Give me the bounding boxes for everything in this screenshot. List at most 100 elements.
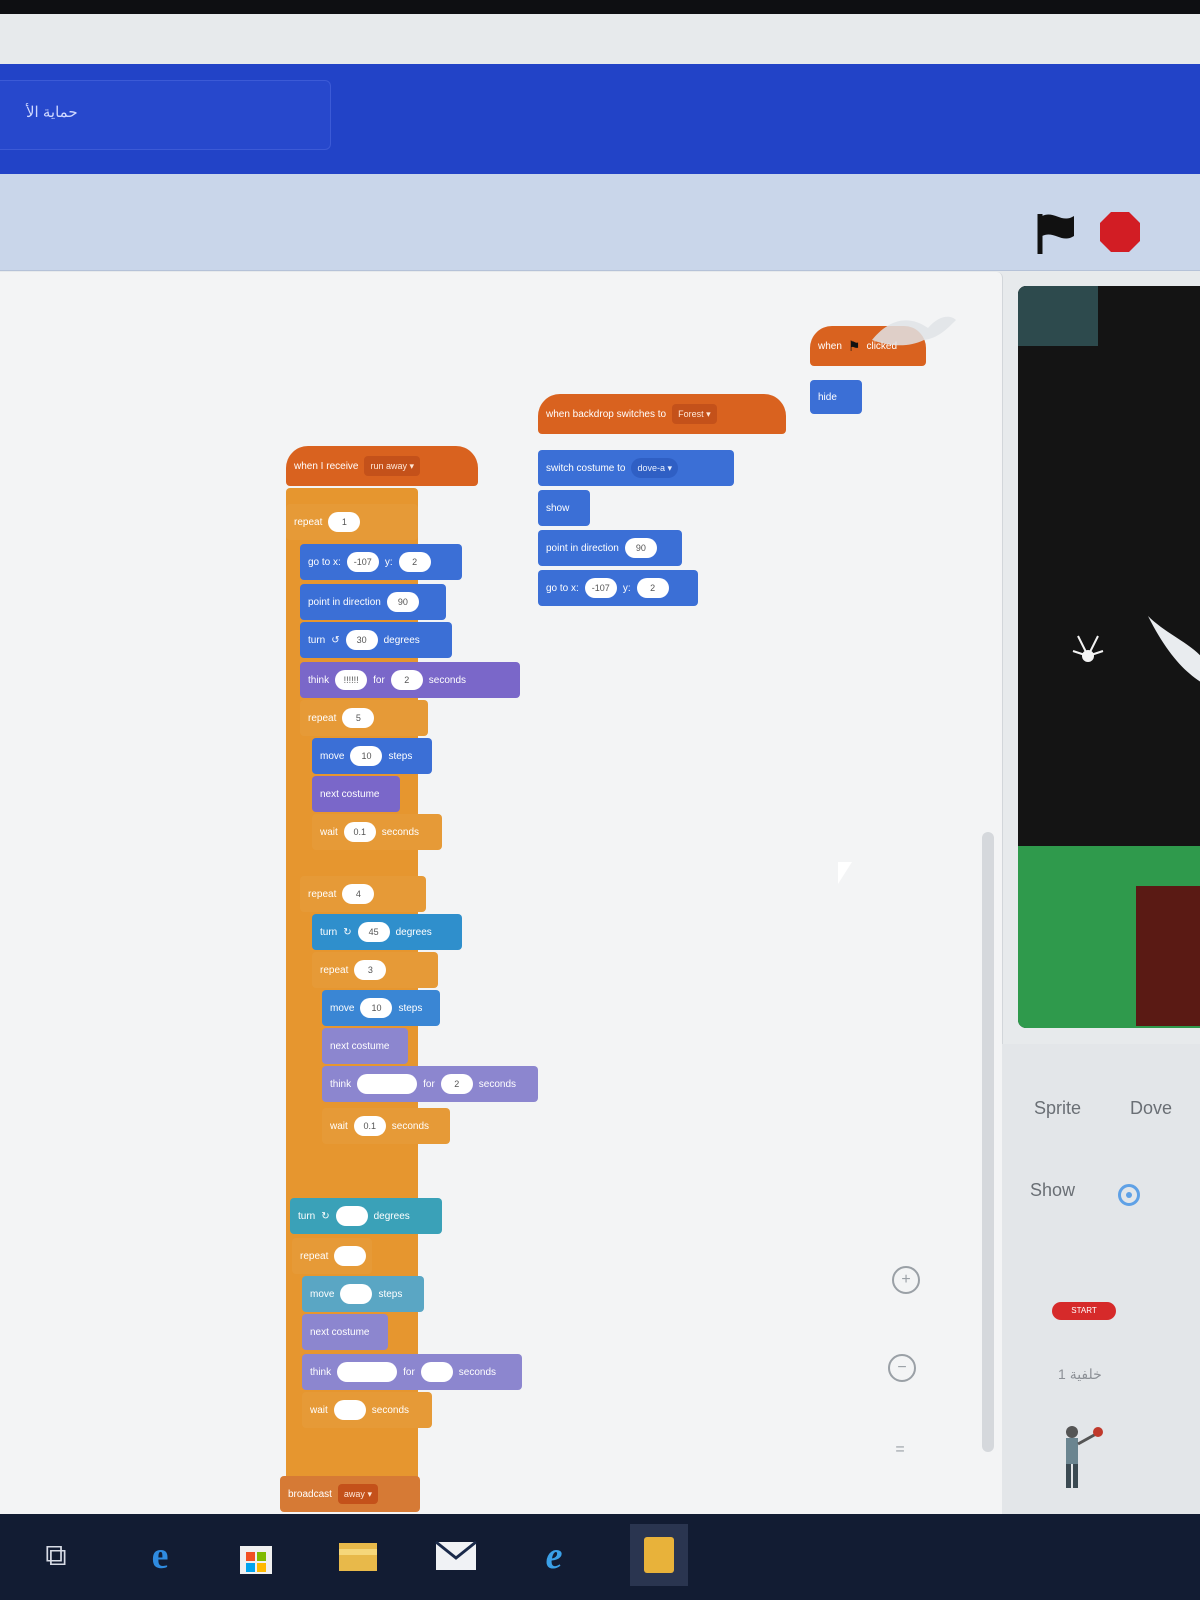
wait-label: wait [320, 826, 338, 838]
wait-secs-input-2[interactable]: 0.1 [353, 1116, 386, 1136]
file-explorer-icon[interactable] [334, 1532, 382, 1580]
think-label: think [308, 674, 330, 686]
wait-secs-input[interactable]: 0.1 [343, 822, 376, 842]
backdrop-thumbnail[interactable]: START [1052, 1302, 1116, 1320]
message-dropdown[interactable]: run away ▾ [364, 456, 421, 476]
dove-sprite-icon [1072, 616, 1200, 682]
project-title-field[interactable]: حماية الأ [0, 80, 331, 150]
repeat-count-input-5[interactable] [334, 1246, 367, 1266]
next-costume-block-2[interactable]: next costume [322, 1028, 408, 1064]
sprite-name[interactable]: Dove [1130, 1098, 1173, 1118]
wait-secs-input-3[interactable] [333, 1400, 366, 1420]
repeat-count-input[interactable]: 1 [328, 512, 361, 532]
sprite-thumbnail-icon[interactable] [1056, 1424, 1106, 1490]
stop-button[interactable] [1098, 210, 1142, 254]
when-backdrop-switches-block[interactable]: when backdrop switches to Forest ▾ [538, 394, 786, 434]
move-steps-input[interactable]: 10 [350, 746, 383, 766]
store-icon[interactable] [232, 1532, 280, 1580]
stage-sky-patch [1018, 286, 1098, 346]
internet-explorer-icon[interactable]: e [545, 1535, 563, 1577]
think-for-secs-block-2[interactable]: think for 2 seconds [322, 1066, 538, 1102]
task-view-icon[interactable]: ⧉ [45, 1539, 67, 1572]
workspace-scrollbar[interactable] [982, 832, 994, 1452]
think-for-secs-block[interactable]: think !!!!!! for 2 seconds [300, 662, 520, 698]
mail-icon[interactable] [432, 1532, 480, 1580]
turn-right-block-2[interactable]: turn ↻ degrees [290, 1198, 442, 1234]
next-costume-block[interactable]: next costume [312, 776, 400, 812]
zoom-in-button[interactable]: + [892, 1266, 920, 1294]
switch-costume-block[interactable]: switch costume to dove-a ▾ [538, 450, 734, 486]
repeat-block-4[interactable]: repeat 3 [312, 952, 438, 988]
move-steps-block-2[interactable]: move 10 steps [322, 990, 440, 1026]
think-text-input[interactable]: !!!!!! [335, 670, 368, 690]
for-label: for [373, 674, 385, 686]
broadcast-dropdown[interactable]: away ▾ [337, 1484, 378, 1504]
show-eye-icon[interactable] [1118, 1184, 1140, 1206]
stage-tree-trunk [1136, 886, 1200, 1026]
think-secs-input-2[interactable]: 2 [440, 1074, 473, 1094]
turn-degrees-input-2[interactable]: 45 [357, 922, 390, 942]
green-flag-button[interactable] [1034, 210, 1078, 256]
wait-block[interactable]: wait 0.1 seconds [312, 814, 442, 850]
rotate-left-icon: ↺ [331, 634, 340, 646]
stage-canvas[interactable] [1018, 286, 1200, 1028]
rotate-right-icon: ↻ [343, 926, 352, 938]
broadcast-block[interactable]: broadcast away ▾ [280, 1476, 420, 1512]
move-steps-block-3[interactable]: move steps [302, 1276, 424, 1312]
think-text-input-3[interactable] [337, 1362, 398, 1382]
degrees-label-2: degrees [395, 926, 432, 938]
backdrop-thumb-label: START [1071, 1306, 1097, 1315]
repeat-block-1[interactable]: repeat 1 [286, 504, 418, 540]
turn-left-block[interactable]: turn ↺ 30 degrees [300, 622, 452, 658]
show-block[interactable]: show [538, 490, 590, 526]
code-workspace[interactable] [0, 272, 1003, 1514]
point-direction-block[interactable]: point in direction 90 [538, 530, 682, 566]
when-i-receive-block[interactable]: when I receive run away ▾ [286, 446, 478, 486]
repeat-count-input-3[interactable]: 4 [342, 884, 375, 904]
point-direction-block-2[interactable]: point in direction 90 [300, 584, 446, 620]
x-input-2[interactable]: -107 [346, 552, 379, 572]
think-for-secs-block-3[interactable]: think for seconds [302, 1354, 522, 1390]
turn-degrees-input[interactable]: 30 [345, 630, 378, 650]
direction-input-2[interactable]: 90 [386, 592, 419, 612]
scratch-app-icon[interactable] [630, 1524, 688, 1586]
go-to-xy-block[interactable]: go to x: -107 y: 2 [538, 570, 698, 606]
think-secs-input[interactable]: 2 [390, 670, 423, 690]
zoom-out-button[interactable]: − [888, 1354, 916, 1382]
seconds-label-2: seconds [478, 1078, 517, 1090]
edge-icon[interactable]: e [151, 1535, 169, 1577]
hide-block[interactable]: hide [810, 380, 862, 414]
message-name: run away [370, 461, 408, 471]
repeat-block-2[interactable]: repeat 5 [300, 700, 428, 736]
repeat-block-5[interactable]: repeat [292, 1238, 372, 1274]
move-steps-input-2[interactable]: 10 [360, 998, 393, 1018]
stage-header-bar [0, 174, 1200, 271]
next-costume-label-3: next costume [310, 1326, 370, 1338]
wait-label-3: wait [310, 1404, 328, 1416]
wait-block-3[interactable]: wait seconds [302, 1392, 432, 1428]
move-steps-input-3[interactable] [340, 1284, 373, 1304]
wait-block-2[interactable]: wait 0.1 seconds [322, 1108, 450, 1144]
backdrop-dropdown[interactable]: Forest ▾ [672, 404, 717, 424]
zoom-reset-icon: = [895, 1441, 905, 1458]
zoom-reset-button[interactable]: = [886, 1438, 914, 1466]
x-input[interactable]: -107 [584, 578, 617, 598]
repeat-count-input-4[interactable]: 3 [354, 960, 387, 980]
move-steps-block[interactable]: move 10 steps [312, 738, 432, 774]
y-input[interactable]: 2 [636, 578, 669, 598]
turn-right-block[interactable]: turn ↻ 45 degrees [312, 914, 462, 950]
repeat-block-3[interactable]: repeat 4 [300, 876, 426, 912]
switch-costume-label: switch costume to [546, 462, 626, 474]
direction-input[interactable]: 90 [624, 538, 657, 558]
turn-label-3: turn [298, 1210, 316, 1222]
costume-dropdown[interactable]: dove-a ▾ [631, 458, 679, 478]
think-text-input-2[interactable] [357, 1074, 418, 1094]
next-costume-block-3[interactable]: next costume [302, 1314, 388, 1350]
think-secs-input-3[interactable] [420, 1362, 453, 1382]
y-input-2[interactable]: 2 [398, 552, 431, 572]
turn-degrees-input-3[interactable] [335, 1206, 368, 1226]
costume-name: dove-a [637, 463, 666, 473]
zoom-in-icon: + [901, 1271, 911, 1288]
repeat-count-input-2[interactable]: 5 [342, 708, 375, 728]
go-to-xy-block-2[interactable]: go to x: -107 y: 2 [300, 544, 462, 580]
